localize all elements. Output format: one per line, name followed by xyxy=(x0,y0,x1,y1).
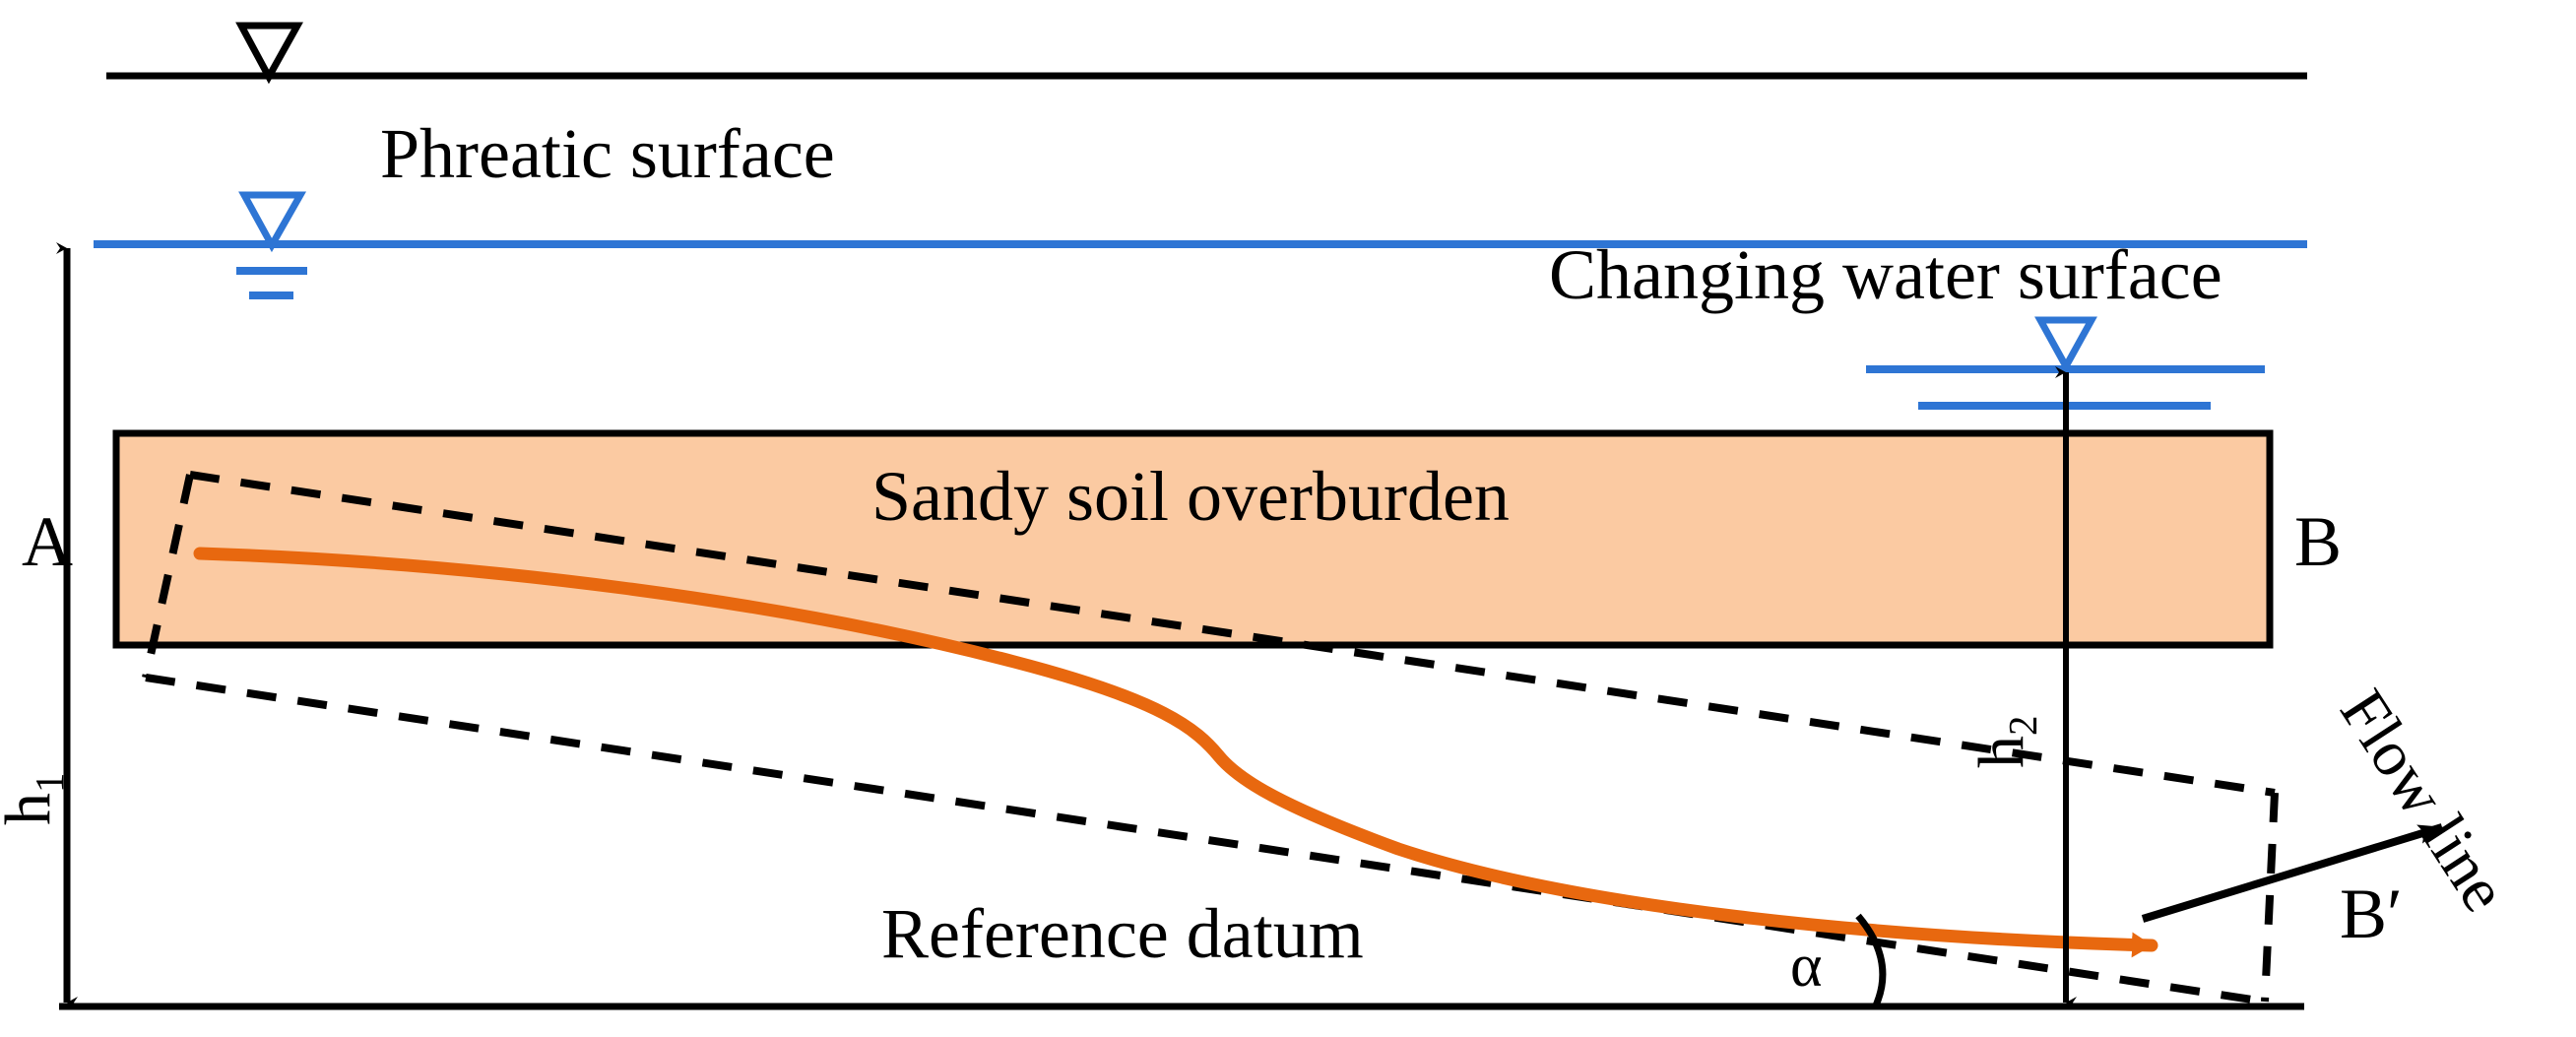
water-table-triangle-icon-changing xyxy=(2034,316,2097,374)
head-h1-subscript: 1 xyxy=(28,772,73,793)
head-h2-base: h xyxy=(1965,736,2037,768)
head-h2-subscript: 2 xyxy=(2001,715,2046,736)
water-table-triangle-icon-phreatic xyxy=(238,191,307,253)
phreatic-surface-group xyxy=(94,191,2307,299)
deformed-element-top-edge xyxy=(189,471,2276,797)
ground-surface-group xyxy=(106,22,2307,85)
head-h1-base: h xyxy=(0,793,64,825)
head-h2-label: h2 xyxy=(1965,715,2046,768)
water-table-triangle-icon-top xyxy=(235,22,303,85)
changing-water-surface-label: Changing water surface xyxy=(1549,235,2222,314)
sandy-soil-overburden-label: Sandy soil overburden xyxy=(871,457,1510,536)
sandy-soil-overburden-block xyxy=(112,429,2274,649)
point-b-prime-label: B′ xyxy=(2340,875,2403,953)
angle-alpha-label: α xyxy=(1790,933,1823,1000)
seepage-head-curve xyxy=(193,547,2158,958)
deformed-element-right-edge xyxy=(2261,792,2279,1003)
point-b-label: B xyxy=(2294,502,2343,581)
deformed-element-left-edge xyxy=(142,474,194,679)
flow-line-arrow xyxy=(2141,823,2444,923)
deformed-element-outline xyxy=(142,471,2279,1005)
point-a-label: A xyxy=(22,502,73,581)
phreatic-surface-label: Phreatic surface xyxy=(380,114,835,193)
reference-datum-label: Reference datum xyxy=(881,894,1364,973)
angle-alpha-arc xyxy=(1855,913,1887,1007)
head-h1-label: h1 xyxy=(0,772,73,825)
